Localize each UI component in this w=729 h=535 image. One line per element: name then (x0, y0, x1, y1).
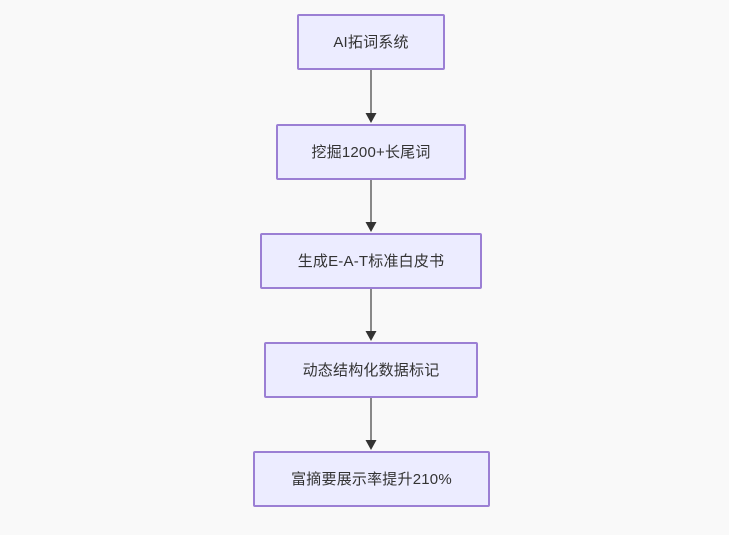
flow-node-label: AI拓词系统 (333, 33, 409, 51)
flow-node-ai-keyword-system[interactable]: AI拓词系统 (297, 14, 445, 70)
arrow-down-icon (365, 180, 377, 232)
flow-node-rich-snippet-impression-lift[interactable]: 富摘要展示率提升210% (253, 451, 490, 507)
flow-node-generate-eat-whitepaper[interactable]: 生成E-A-T标准白皮书 (260, 233, 482, 289)
flow-node-label: 动态结构化数据标记 (302, 361, 440, 379)
flow-edge-4 (361, 398, 381, 451)
flow-edge-1 (361, 70, 381, 124)
arrow-down-icon (365, 70, 377, 123)
flow-node-dynamic-structured-data-markup[interactable]: 动态结构化数据标记 (264, 342, 478, 398)
flow-node-label: 挖掘1200+长尾词 (311, 143, 431, 161)
arrow-down-icon (365, 398, 377, 450)
flow-node-mine-longtail-keywords[interactable]: 挖掘1200+长尾词 (276, 124, 466, 180)
flow-node-label: 生成E-A-T标准白皮书 (297, 252, 445, 270)
flow-edge-2 (361, 180, 381, 233)
flow-node-label: 富摘要展示率提升210% (291, 470, 452, 488)
arrow-down-icon (365, 289, 377, 341)
flow-edge-3 (361, 289, 381, 342)
